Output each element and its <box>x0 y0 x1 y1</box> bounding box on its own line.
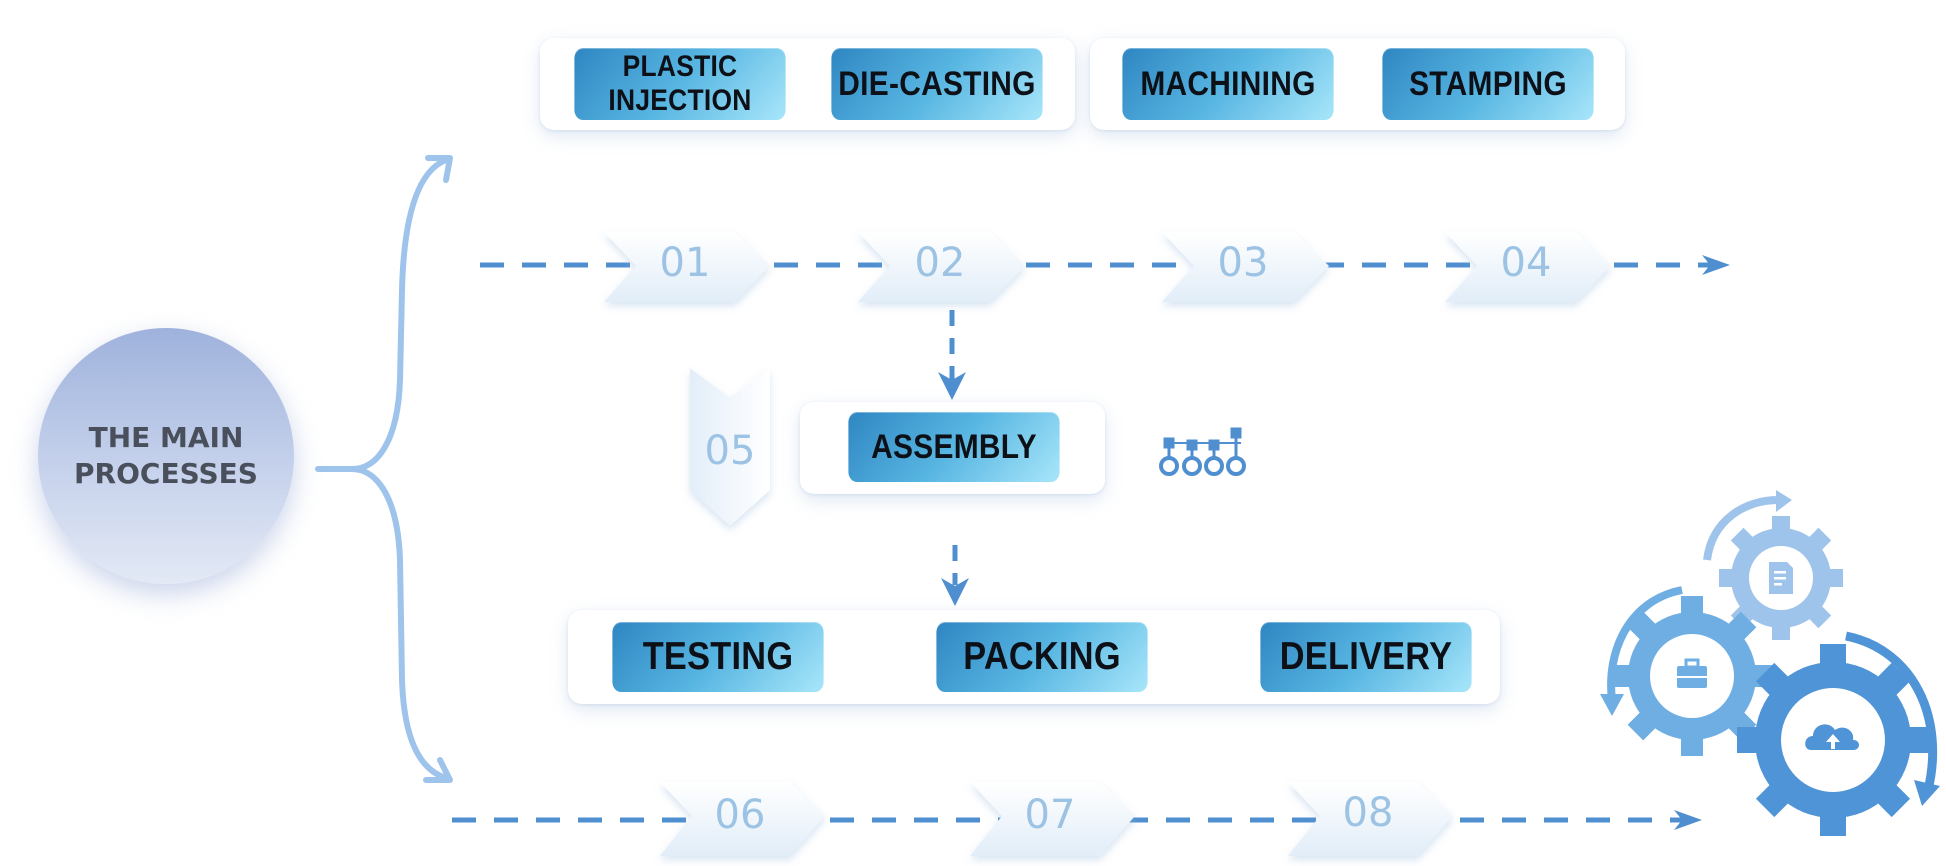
chevron-08 <box>1288 782 1453 856</box>
step-07: 07 <box>1024 792 1076 838</box>
chevron-06 <box>660 782 825 856</box>
connector-to-bottom-group-arrowhead <box>941 578 969 606</box>
robotic-tools-icon <box>1159 427 1246 476</box>
step-04: 04 <box>1500 240 1552 286</box>
chevron-04 <box>1445 232 1611 302</box>
process-assembly: ASSEMBLY <box>848 412 1060 482</box>
step-01: 01 <box>659 240 711 286</box>
chevron-05 <box>690 368 770 526</box>
top-step-chevrons <box>604 232 1611 302</box>
chevron-07 <box>970 782 1135 856</box>
main-processes-title-line1: THE MAIN <box>88 421 244 454</box>
step-08: 08 <box>1342 790 1394 836</box>
chevron-02 <box>858 232 1025 302</box>
chevron-01 <box>604 232 770 302</box>
main-processes-title-line2: PROCESSES <box>74 457 258 490</box>
main-processes-title: THE MAIN PROCESSES <box>61 420 271 492</box>
document-icon <box>1769 562 1793 594</box>
main-processes-circle: THE MAIN PROCESSES <box>38 328 294 584</box>
briefcase-icon <box>1677 658 1707 688</box>
process-delivery: DELIVERY <box>1260 622 1472 692</box>
process-plastic-injection: PLASTIC INJECTION <box>574 48 786 120</box>
step-05: 05 <box>704 428 756 474</box>
top-flow-arrowhead <box>1702 255 1730 275</box>
process-die-casting: DIE-CASTING <box>831 48 1043 120</box>
brace-connector <box>315 157 449 781</box>
process-testing: TESTING <box>612 622 824 692</box>
step-06: 06 <box>714 792 766 838</box>
gear-small-document <box>1719 516 1843 640</box>
bottom-flow-arrowhead <box>1674 810 1702 830</box>
chevron-03 <box>1162 232 1329 302</box>
connector-to-assembly-arrowhead <box>938 372 966 400</box>
gear-cluster <box>1600 490 1940 836</box>
gear-arrow-right <box>1845 631 1938 792</box>
gear-arrow-top <box>1703 496 1779 561</box>
step-02: 02 <box>914 240 966 286</box>
brace-bottom-arrowhead <box>423 757 453 783</box>
cloud-upload-icon <box>1805 724 1859 750</box>
brace-top-arrowhead <box>425 155 453 183</box>
bottom-step-chevrons <box>660 782 1453 856</box>
step-03: 03 <box>1217 240 1269 286</box>
process-stamping: STAMPING <box>1382 48 1594 120</box>
process-machining: MACHINING <box>1122 48 1334 120</box>
gear-arrow-left <box>1607 586 1683 701</box>
gear-large-cloud <box>1737 644 1929 836</box>
process-packing: PACKING <box>936 622 1148 692</box>
gear-medium-briefcase <box>1612 596 1772 756</box>
